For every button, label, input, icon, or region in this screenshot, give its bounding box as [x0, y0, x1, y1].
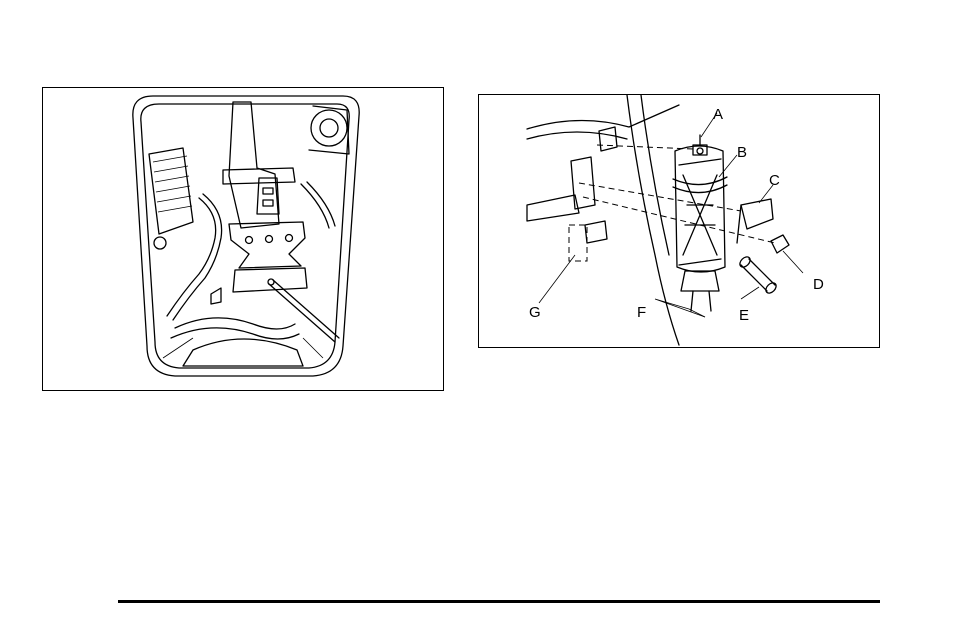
callout-b: B: [737, 144, 747, 161]
footer-rule: [118, 600, 880, 603]
jack-assembly-figure: A B C D E F G: [478, 94, 880, 348]
callout-e: E: [739, 307, 749, 324]
callout-f: F: [637, 304, 646, 321]
callout-c: C: [769, 172, 780, 189]
jack-assembly-illustration-icon: A B C D E F G: [479, 95, 879, 347]
callout-d: D: [813, 276, 824, 293]
jack-compartment-figure: [42, 87, 444, 391]
callout-g: G: [529, 304, 541, 321]
callout-a: A: [713, 106, 723, 123]
jack-compartment-illustration-icon: [43, 88, 443, 390]
